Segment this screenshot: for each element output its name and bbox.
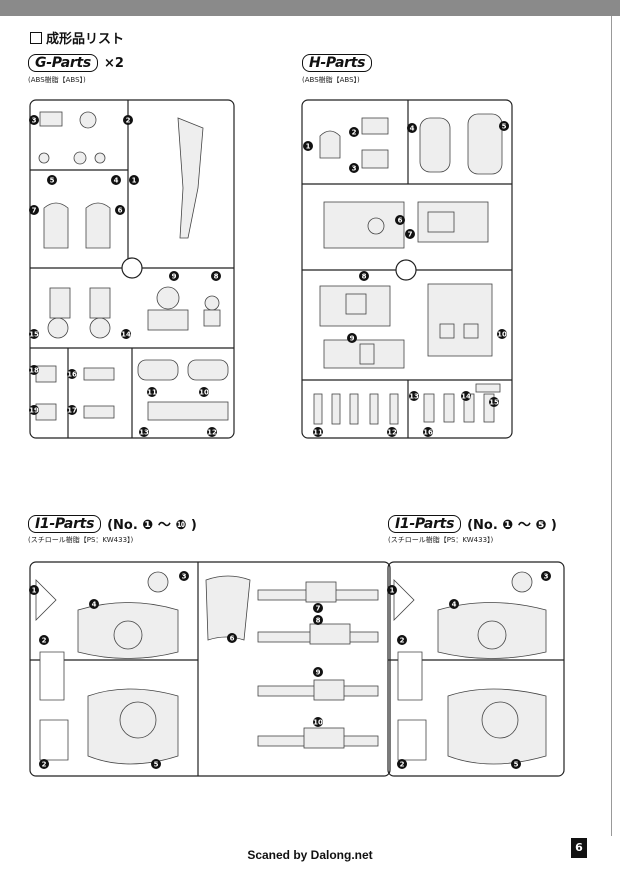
i1-parts-a-material: (スチロール樹脂【PS：KW433】): [28, 536, 134, 544]
svg-text:6: 6: [230, 635, 235, 643]
svg-text:4: 4: [114, 177, 119, 185]
i1-parts-b-markers: 1 2 3 4 5 2: [387, 571, 551, 769]
svg-text:4: 4: [92, 601, 97, 609]
svg-text:7: 7: [316, 605, 321, 613]
svg-text:5: 5: [154, 761, 159, 769]
svg-text:16: 16: [67, 371, 77, 379]
section-title: 成形品リスト: [30, 28, 124, 47]
i1-parts-b-runner-diagram: 1 2 3 4 5 2: [387, 561, 565, 777]
svg-text:11: 11: [313, 429, 323, 437]
i1-parts-b-range: (No. ❶ ～ ❺ ): [467, 518, 557, 533]
svg-text:9: 9: [350, 335, 355, 343]
svg-text:10: 10: [313, 719, 323, 727]
svg-text:3: 3: [544, 573, 549, 581]
svg-text:8: 8: [316, 617, 321, 625]
i1-parts-a-markers: 1 2 3 4 5 2 6 7 8 9 10: [29, 571, 323, 769]
svg-text:2: 2: [400, 761, 405, 769]
svg-text:14: 14: [461, 393, 471, 401]
svg-text:3: 3: [352, 165, 357, 173]
svg-text:1: 1: [306, 143, 311, 151]
i1-parts-a-range: (No. ❶ ～ ❿ ): [107, 518, 197, 533]
svg-text:14: 14: [121, 331, 131, 339]
i1-parts-a-label: I1-Parts: [28, 514, 102, 533]
section-title-text: 成形品リスト: [46, 32, 125, 47]
svg-text:2: 2: [42, 761, 47, 769]
page-number: 6: [571, 838, 587, 858]
svg-text:12: 12: [387, 429, 397, 437]
svg-text:4: 4: [410, 125, 415, 133]
i1-parts-b-label: I1-Parts: [388, 514, 462, 533]
svg-text:17: 17: [67, 407, 77, 415]
i1-parts-b-heading: I1-Parts (No. ❶ ～ ❺ ): [388, 514, 557, 533]
svg-text:6: 6: [398, 217, 403, 225]
g-parts-runner-diagram: 3 2 5 4 1 7 6 9 8 15 14 18 16 11 10 19 1…: [29, 99, 235, 439]
h-parts-label: H-Parts: [302, 54, 373, 72]
i1-parts-a-heading: I1-Parts (No. ❶ ～ ❿ ): [28, 514, 197, 533]
svg-text:9: 9: [316, 669, 321, 677]
svg-text:10: 10: [497, 331, 507, 339]
svg-text:10: 10: [199, 389, 209, 397]
svg-text:15: 15: [489, 399, 499, 407]
svg-text:2: 2: [400, 637, 405, 645]
h-parts-material: (ABS樹脂【ABS】): [302, 76, 360, 84]
svg-text:8: 8: [362, 273, 367, 281]
svg-text:12: 12: [207, 429, 217, 437]
page-edge: [611, 16, 612, 836]
svg-text:6: 6: [118, 207, 123, 215]
g-parts-material: (ABS樹脂【ABS】): [28, 76, 86, 84]
svg-text:13: 13: [409, 393, 419, 401]
g-parts-heading: G-Parts ×2: [28, 54, 124, 72]
g-parts-multiplier: ×2: [103, 55, 124, 71]
h-parts-runner-diagram: 1 2 3 4 5 6 7 8 9 10 11 12 13 14 15 16: [301, 99, 513, 439]
svg-text:5: 5: [514, 761, 519, 769]
i1-parts-b-material: (スチロール樹脂【PS：KW433】): [388, 536, 494, 544]
svg-text:2: 2: [42, 637, 47, 645]
g-parts-label: G-Parts: [28, 54, 98, 72]
svg-text:1: 1: [32, 587, 37, 595]
svg-text:15: 15: [29, 331, 39, 339]
svg-text:7: 7: [32, 207, 37, 215]
svg-text:1: 1: [132, 177, 137, 185]
svg-text:1: 1: [390, 587, 395, 595]
svg-text:11: 11: [147, 389, 157, 397]
svg-text:2: 2: [352, 129, 357, 137]
svg-text:4: 4: [452, 601, 457, 609]
svg-text:18: 18: [29, 367, 39, 375]
i1-parts-a-runner-diagram: 1 2 3 4 5 2 6 7 8 9 10: [29, 561, 391, 777]
h-parts-markers: 1 2 3 4 5 6 7 8 9 10 11 12 13 14 15 16: [303, 121, 509, 437]
svg-text:13: 13: [139, 429, 149, 437]
svg-text:3: 3: [182, 573, 187, 581]
svg-text:5: 5: [50, 177, 55, 185]
header-bar: [0, 0, 620, 16]
svg-text:5: 5: [502, 123, 507, 131]
svg-text:9: 9: [172, 273, 177, 281]
scan-credit: Scaned by Dalong.net: [247, 848, 373, 862]
svg-text:16: 16: [423, 429, 433, 437]
svg-text:3: 3: [32, 117, 37, 125]
svg-text:8: 8: [214, 273, 219, 281]
h-parts-heading: H-Parts: [302, 54, 373, 72]
svg-text:2: 2: [126, 117, 131, 125]
svg-text:19: 19: [29, 407, 39, 415]
g-parts-markers: 3 2 5 4 1 7 6 9 8 15 14 18 16 11 10 19 1…: [29, 115, 221, 437]
svg-text:7: 7: [408, 231, 413, 239]
checkbox-icon: [30, 31, 42, 44]
